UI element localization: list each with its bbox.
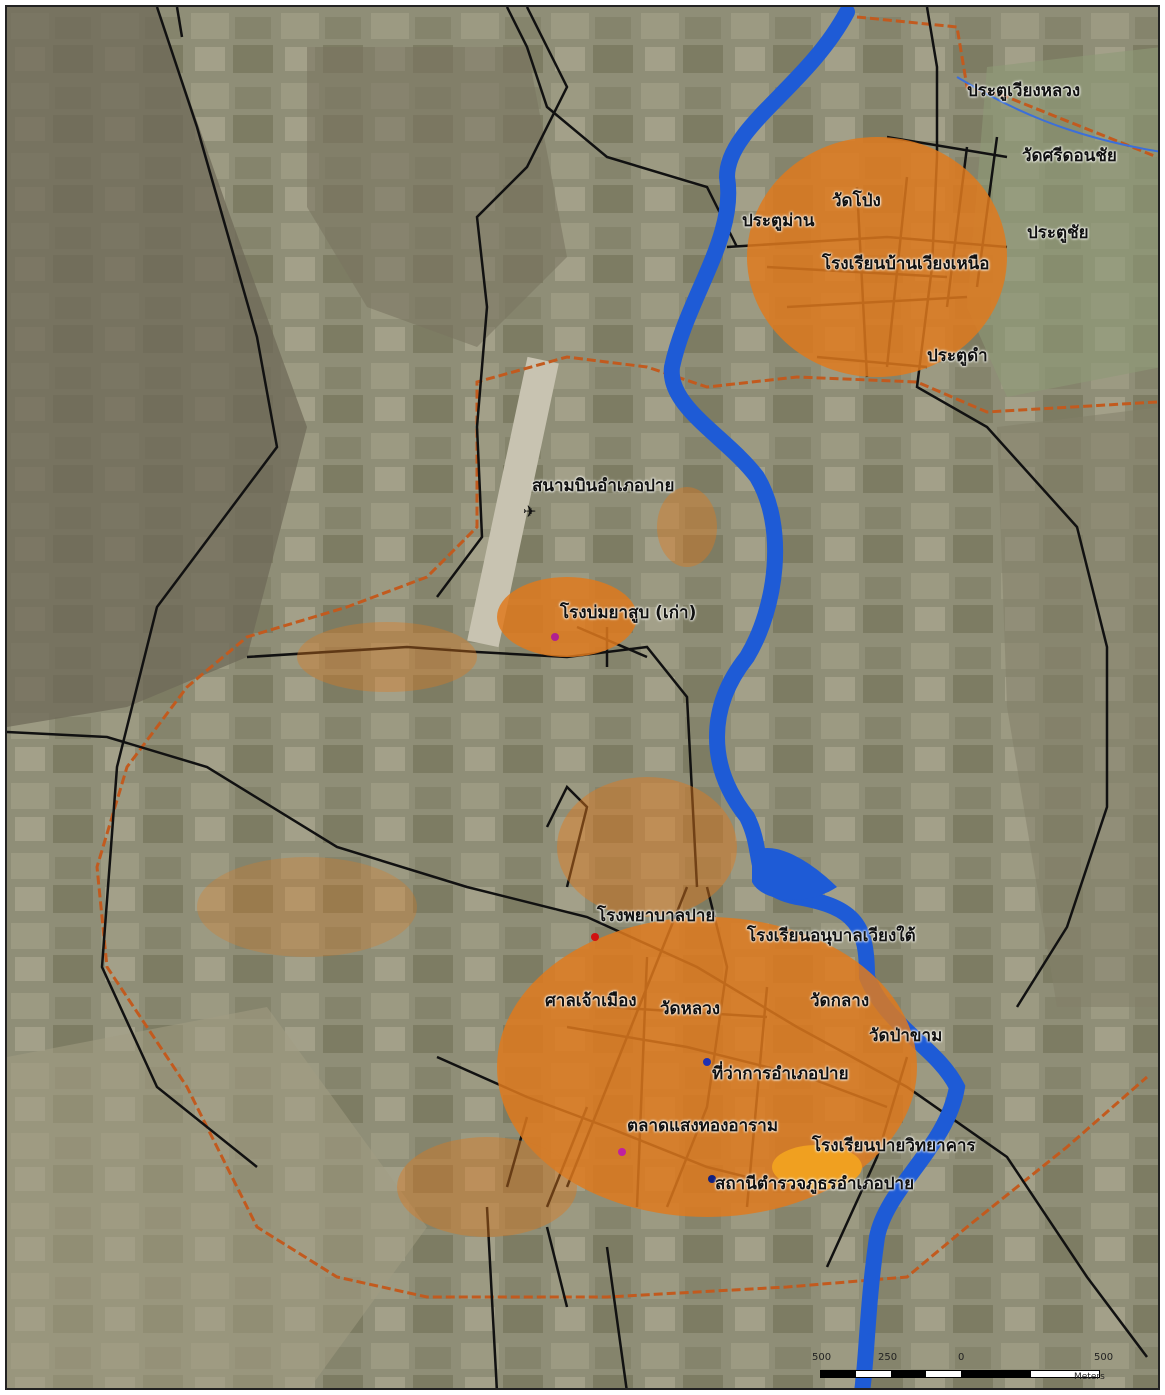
scale-tick-500-left: 500 (812, 1352, 832, 1363)
pai-river (663, 7, 966, 1388)
label-wat-pong: วัดโป่ง (832, 191, 881, 211)
label-wat-si-don-chai: วัดศรีดอนชัย (1022, 146, 1117, 166)
district-boundary (95, 15, 1158, 1299)
label-police-station: สถานีตำรวจภูธรอำเภอปาย (715, 1174, 915, 1194)
scale-bar-graphic (820, 1370, 1100, 1378)
green-fields-east (967, 47, 1158, 397)
label-gate-wiang-luang: ประตูเวียงหลวง (967, 81, 1081, 101)
forest-area-west (7, 7, 307, 727)
scale-tick-500-right: 500 (1094, 1352, 1114, 1363)
scale-tick-250: 250 (878, 1352, 898, 1363)
label-pai-hospital: โรงพยาบาลปาย (597, 906, 716, 926)
label-gate-dam: ประตูดำ (927, 346, 988, 366)
stream-northeast (956, 76, 1158, 153)
label-school-ban-wiang-nuea: โรงเรียนบ้านเวียงเหนือ (822, 254, 990, 274)
river-pool (752, 847, 837, 900)
label-pai-wittayakarn-school: โรงเรียนปายวิทยาคาร (812, 1136, 976, 1156)
point-markers: ✈ (523, 502, 716, 1183)
fields-southwest (7, 1007, 427, 1388)
scale-bar-ticks: 500 250 0 500 (812, 1352, 1114, 1366)
label-saeng-thong-aram-market: ตลาดแสงทองอาราม (627, 1116, 779, 1136)
label-wat-luang: วัดหลวง (660, 999, 721, 1019)
label-old-tobacco-house: โรงบ่มยาสูบ (เก่า) (560, 603, 697, 623)
airstrip (467, 356, 559, 648)
scale-bar-unit: Meters (1074, 1372, 1105, 1382)
label-wat-klang: วัดกลาง (810, 991, 870, 1011)
label-wat-pa-kham: วัดป่าขาม (869, 1026, 943, 1046)
scale-tick-0: 0 (958, 1352, 965, 1363)
label-airport: สนามบินอำเภอปาย (532, 476, 675, 496)
label-district-office: ที่ว่าการอำเภอปาย (712, 1064, 849, 1084)
label-kindergarten-wiang-tai: โรงเรียนอนุบาลเวียงใต้ (747, 926, 916, 946)
label-gate-chai: ประตูชัย (1027, 223, 1089, 243)
label-gate-man: ประตูม่าน (742, 211, 815, 231)
forest-area-center (307, 47, 567, 347)
map-canvas[interactable]: ✈ (7, 7, 1160, 1390)
map-frame: ✈ ประตูเวียงหลวง วัดศรีดอนชัย วัดโป่ง ปร… (5, 5, 1160, 1390)
hills-east (997, 407, 1158, 1007)
building-clusters (197, 137, 1007, 1237)
sports-field (772, 1145, 862, 1189)
svg-text:✈: ✈ (523, 502, 536, 521)
scale-bar: 500 250 0 500 Meters (812, 1352, 1114, 1388)
label-city-pillar-shrine: ศาลเจ้าเมือง (545, 991, 637, 1011)
